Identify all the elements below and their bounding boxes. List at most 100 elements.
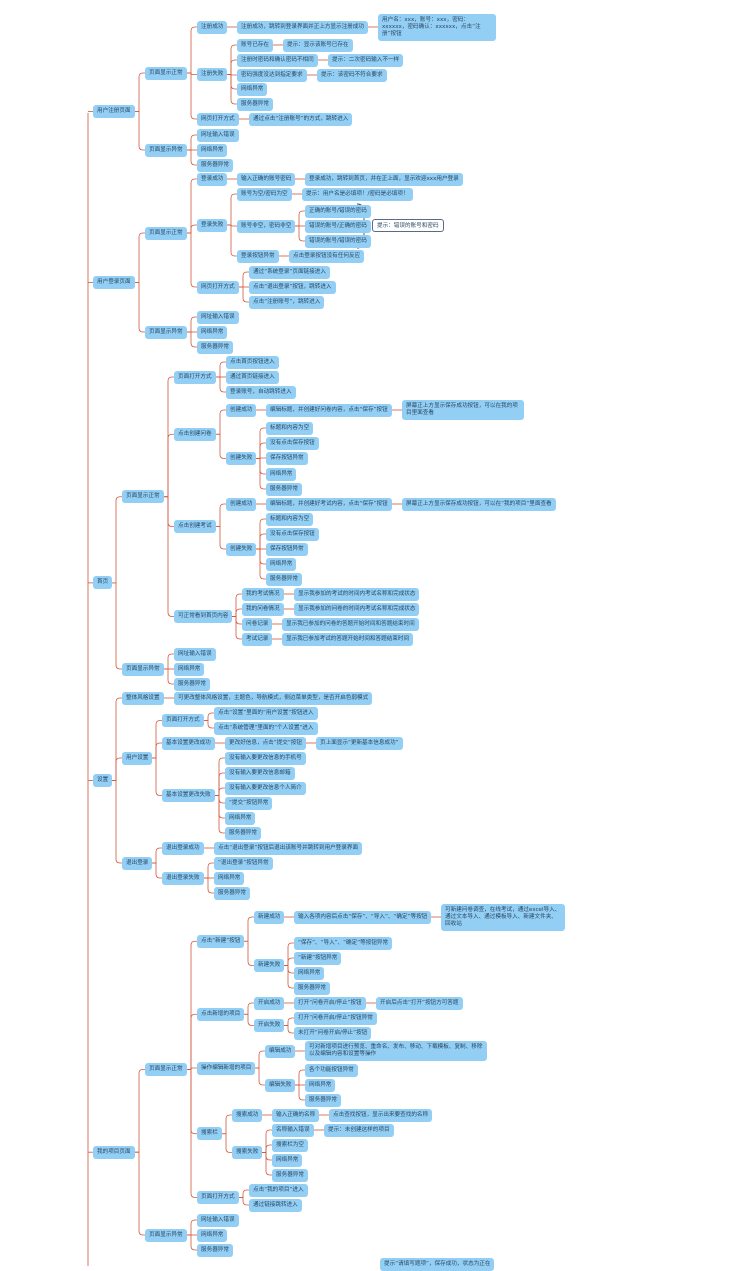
mindmap-node: 点击“系统管理”里面的“个人设置”进入 (214, 721, 318, 735)
connector-line (187, 1219, 197, 1236)
mindmap-node: 提示：显示该账号已存在 (283, 38, 353, 52)
mindmap-node: 登录账号，自动跳转进入 (226, 385, 296, 399)
connector-line (204, 712, 214, 721)
mindmap-node: 打开“问卷开启/停止”按钮 (294, 996, 366, 1010)
mindmap-node: “保存”、“导入”、“确定”等按钮异常 (294, 936, 393, 950)
mindmap-node: 新建成功 (254, 910, 285, 924)
mindmap-node: 页面显示正常 (145, 1062, 187, 1076)
connector-line (187, 149, 197, 166)
mindmap-node: 页面显示异常 (122, 662, 164, 676)
mindmap-node: 可对新增项目进行预览、重命名、发布、移动、下载模板、复制、移除以及编辑内容和设置… (305, 1041, 487, 1061)
mindmap-node: 屏幕正上方显示保存成功按钮，可以在“我的项目”里面查看 (402, 497, 556, 511)
mindmap-node: 提示：用户名是必填项！/密码是必填项！ (302, 187, 413, 201)
mindmap-node: 网络异常 (294, 966, 325, 980)
connector-line (227, 59, 237, 75)
connector-line (135, 1068, 145, 1153)
mindmap-node: 服务器异常 (266, 572, 302, 586)
connector-line (262, 1152, 272, 1176)
mindmap-node: 服务器异常 (214, 886, 250, 900)
mindmap-node: “提交”按钮异常 (225, 796, 273, 810)
mindmap-node: 页面显示正常 (145, 66, 187, 80)
mindmap-node: 创建失败 (226, 452, 257, 465)
connector-line (216, 526, 226, 550)
mindmap-node: 网址输入错误 (197, 128, 239, 142)
mindmap-node: “退出登录”按钮异常 (214, 856, 273, 870)
mindmap-node: 网络异常 (266, 557, 297, 571)
mindmap-node: 页面打开方式 (197, 1191, 239, 1204)
mindmap-node: 编辑标题，并创建好考试内容，点击“保存”按钮 (266, 497, 392, 511)
connector-line (135, 1151, 145, 1236)
connector-line (227, 74, 237, 90)
mindmap-node: 开启后点击“打开”按钮方可答题 (376, 996, 463, 1010)
mindmap-node: 点击“我的项目”进入 (249, 1183, 308, 1197)
mindmap-node: 注册成功 (197, 20, 228, 34)
mindmap-node: 没有输入要更改信息邮箱 (225, 766, 295, 780)
connector-line (256, 518, 266, 550)
mindmap-node: 页面显示正常 (122, 490, 164, 504)
connector-line (164, 653, 174, 670)
mindmap-node: 网址输入错误 (197, 310, 239, 324)
connector-line (244, 940, 254, 966)
connector-line (216, 376, 226, 393)
mindmap-node: 页面显示正常 (145, 226, 187, 240)
connector-line (216, 361, 226, 378)
error-hint-callout: 提示：错误的账号和密码 (372, 219, 444, 232)
connector-line (187, 940, 197, 1070)
mindmap-node: 显示我参加的考试的时间内考试名称和完成状态 (294, 587, 420, 601)
connector-line (112, 582, 122, 670)
mindmap-node: 网络异常 (197, 325, 228, 339)
connector-line (204, 720, 214, 729)
connector-line (215, 772, 225, 796)
connector-line (256, 427, 266, 459)
connector-line (164, 668, 174, 685)
connector-line (227, 74, 237, 105)
mindmap-node: 点击创建考试 (174, 520, 216, 533)
connector-line (135, 232, 145, 283)
mindmap-node: 整体风格设置 (122, 691, 164, 705)
mindmap-node: 错误的账号/正确的密码 (305, 219, 371, 233)
mindmap-node: 创建成功 (226, 403, 257, 417)
mindmap-node: 基本设置更改失败 (162, 789, 215, 802)
mindmap-node: 服务器异常 (197, 158, 233, 172)
connector-line (295, 210, 305, 227)
connector-line (222, 1133, 232, 1153)
connector-line (135, 72, 145, 112)
mindmap-node: 编辑标题，并创建好问卷内容，点击“保存”按钮 (266, 403, 392, 417)
connector-line (135, 282, 145, 333)
mindmap-node: 用户登录页面 (93, 276, 135, 289)
mindmap-node: 输入正确的名称 (272, 1108, 320, 1122)
connector-line (239, 1197, 249, 1206)
connector-line (152, 757, 162, 796)
mindmap-node: 输入正确的账号密码 (237, 172, 296, 186)
mindmap-node: 各个功能按钮异常 (305, 1063, 358, 1077)
connector-line (262, 1144, 272, 1153)
mindmap-node: 网络异常 (197, 143, 228, 157)
mindmap-node: 搜索栏 (197, 1127, 222, 1141)
mindmap-node: 退出登录 (122, 856, 153, 870)
connector-line (239, 1189, 249, 1198)
mindmap-node: 注册失败 (197, 68, 228, 81)
connector-line (215, 795, 225, 834)
connector-line (284, 957, 294, 966)
mindmap-node: 网络异常 (197, 1228, 228, 1242)
mindmap-node: 点击“退出登录”按钮后退出该账号并跳转到用户登录界面 (214, 841, 363, 855)
mindmap-node: 通过点击“注册账号”的方式，跳转进入 (249, 112, 353, 126)
mindmap-node: 注册时密码和确认密码不相同 (237, 53, 318, 67)
mindmap-node: 显示我已参加考试的答题开始时间和答题结束时间 (282, 632, 414, 646)
connector-line (216, 503, 226, 527)
mindmap-node: 新建失败 (254, 959, 285, 972)
mindmap-node: 网络异常 (272, 1153, 303, 1167)
connector-line (187, 1068, 197, 1135)
connector-line (187, 331, 197, 348)
connector-line (256, 458, 266, 490)
mindmap-node: 没有点击保存按钮 (266, 436, 319, 450)
connector-line (256, 533, 266, 550)
mindmap-node: 点击首页按钮进入 (226, 355, 279, 369)
mindmap-node: 网页打开方式 (197, 112, 239, 126)
mindmap-node: 点击“注册账号”，跳转进入 (249, 295, 325, 309)
connector-line (216, 433, 226, 459)
mindmap-node: 网页打开方式 (197, 280, 239, 294)
mindmap-node: 开启成功 (254, 996, 285, 1010)
connector-line (135, 111, 145, 151)
mindmap-node: 网络异常 (174, 662, 205, 676)
